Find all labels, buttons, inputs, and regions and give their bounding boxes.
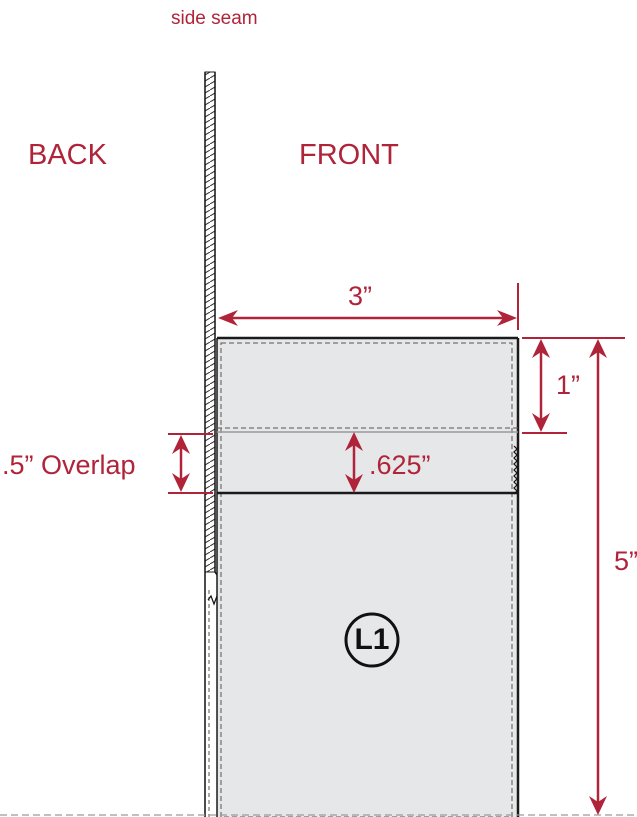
side-seam-label: side seam bbox=[171, 8, 258, 29]
dimension-width bbox=[218, 283, 519, 330]
width-dimension-label: 3” bbox=[348, 281, 373, 311]
panel-stitch-line bbox=[220, 342, 513, 817]
back-label: BACK bbox=[28, 139, 107, 171]
dimension-height bbox=[589, 339, 607, 815]
front-label: FRONT bbox=[299, 139, 399, 171]
top-band-dimension-label: 1” bbox=[556, 370, 581, 400]
height-dimension-label: 5” bbox=[614, 546, 637, 576]
pocket-panel bbox=[217, 338, 518, 817]
dimension-top-band bbox=[522, 337, 625, 434]
dimension-overlap bbox=[168, 433, 213, 494]
band-right-zigzag bbox=[513, 445, 518, 495]
piece-id-label: L1 bbox=[354, 623, 390, 656]
dimension-band bbox=[345, 432, 363, 493]
side-seam-strip bbox=[204, 71, 216, 573]
overlap-dimension-label: .5” Overlap bbox=[2, 450, 136, 480]
piece-id-circle bbox=[344, 612, 400, 668]
band-dimension-label: .625” bbox=[369, 450, 431, 480]
